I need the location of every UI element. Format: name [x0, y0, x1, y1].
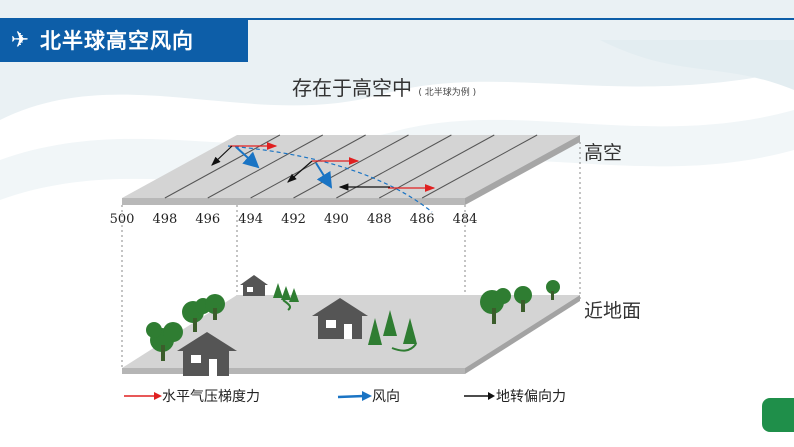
legend-wind: 风向	[336, 385, 400, 407]
isobar-label: 494	[238, 212, 263, 227]
corner-tab	[762, 398, 794, 432]
isobar-label: 492	[281, 212, 306, 227]
isobar-label: 498	[152, 212, 177, 227]
legend-pressure-label: 水平气压梯度力	[162, 389, 260, 405]
house-medium	[312, 298, 368, 339]
river-path	[282, 299, 417, 352]
force-set-1	[211, 142, 278, 169]
isobar-line	[293, 134, 409, 199]
upper-air-label: 高空	[584, 142, 623, 164]
header-rule	[248, 18, 794, 20]
legend-wind-label: 风向	[372, 389, 400, 405]
black-arrow-icon	[464, 392, 495, 400]
heading-text: 存在于高空中	[292, 76, 412, 100]
isobar-label: 500	[110, 212, 135, 227]
upper-plane	[122, 134, 580, 205]
force-set-3	[338, 183, 436, 192]
blue-arrow-icon	[337, 391, 372, 401]
isobar-line	[421, 134, 538, 199]
house-small	[240, 275, 268, 296]
isobar-label: 496	[195, 212, 220, 227]
house-large	[177, 332, 237, 376]
isobar-label: 490	[324, 212, 349, 227]
isobar-label: 486	[410, 212, 435, 227]
wind-path-curve	[227, 145, 433, 213]
isobar-line	[207, 134, 323, 199]
ground-label: 近地面	[584, 300, 642, 322]
title-bar: ✈ 北半球高空风向	[0, 18, 248, 62]
airplane-icon: ✈	[10, 27, 30, 53]
isobar-labels: 500 498 496 494 492 490 488 486 484	[110, 212, 478, 227]
isobar-label: 484	[453, 212, 478, 227]
isobar-line	[250, 134, 366, 199]
isobar-label: 488	[367, 212, 392, 227]
legend-coriolis: 地转偏向力	[462, 385, 566, 407]
legend-coriolis-label: 地转偏向力	[496, 389, 566, 405]
legend-pressure: 水平气压梯度力	[122, 385, 260, 407]
trees	[146, 280, 560, 361]
heading-note: ( 北半球为例 )	[418, 88, 477, 98]
red-arrow-icon	[124, 392, 162, 400]
page-title: 北半球高空风向	[40, 29, 194, 53]
force-set-2	[287, 157, 360, 189]
diagram-heading: 存在于高空中 ( 北半球为例 )	[292, 72, 476, 101]
